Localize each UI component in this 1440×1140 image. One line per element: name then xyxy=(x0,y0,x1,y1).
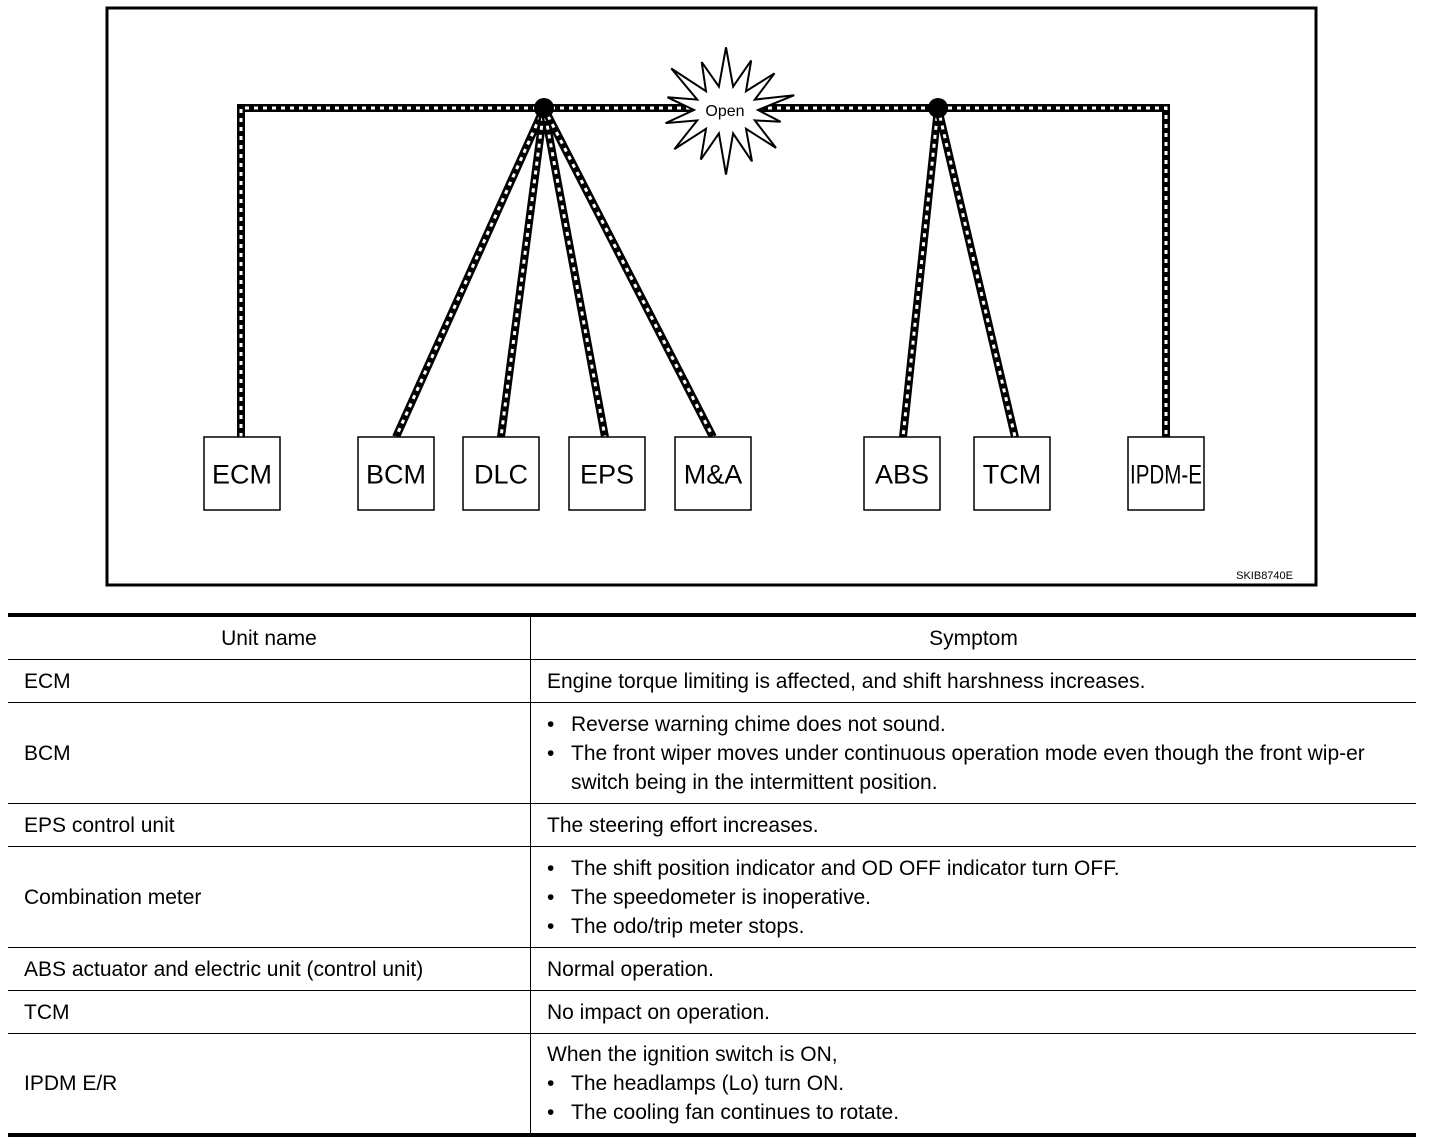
unit-box-dlc: DLC xyxy=(462,436,540,511)
table-header-row: Unit name Symptom xyxy=(8,613,1416,660)
unit-label-tcm: TCM xyxy=(983,460,1041,490)
unit-box-ipdm: IPDM-E xyxy=(1127,436,1205,511)
symptom-cell: No impact on operation. xyxy=(530,990,1416,1034)
unit-box-frame xyxy=(1127,436,1205,511)
header-symptom: Symptom xyxy=(530,613,1416,660)
symptom-cell: Normal operation. xyxy=(530,947,1416,991)
unit-name-cell: EPS control unit xyxy=(8,803,531,847)
table-row: Combination meter • The shift position ind… xyxy=(8,846,1416,948)
symptom-bullet-item: • The shift position indicator and OD OFF… xyxy=(547,854,1408,883)
unit-box-eps: EPS xyxy=(568,436,646,511)
table-row: BCM • Reverse warning chime does not sound… xyxy=(8,702,1416,804)
wire-branch-eps xyxy=(540,107,609,438)
unit-box-frame xyxy=(568,436,646,511)
wire-bus-right xyxy=(750,104,1170,437)
bullet-icon: • xyxy=(547,712,555,736)
bullet-icon: • xyxy=(547,1072,555,1095)
unit-name-cell: BCM xyxy=(8,702,531,804)
unit-box-frame xyxy=(203,436,281,511)
symptom-cell: When the ignition switch is ON, • The head… xyxy=(530,1033,1416,1137)
can-bus-wires xyxy=(237,104,1170,439)
unit-name-cell: TCM xyxy=(8,990,531,1034)
symptom-table: Unit name Symptom ECM Engine torque limit… xyxy=(8,613,1416,1137)
unit-box-tcm: TCM xyxy=(973,436,1051,511)
unit-box-frame xyxy=(863,436,941,511)
bullet-icon: • xyxy=(547,741,555,765)
symptom-text: Engine torque limiting is affected, and … xyxy=(547,669,1146,693)
unit-label-dlc: DLC xyxy=(474,460,528,490)
control-units: ECM BCM DLC EPS M&A ABS TCM IPDM-E xyxy=(203,436,1205,511)
unit-box-bcm: BCM xyxy=(357,436,435,511)
symptom-cell: The steering effort increases. xyxy=(530,803,1416,847)
symptom-bullet-text: The speedometer is inoperative. xyxy=(571,885,871,909)
unit-box-frame xyxy=(973,436,1051,511)
symptom-bullet-item: • The speedometer is inoperative. xyxy=(547,883,1408,912)
unit-box-frame xyxy=(674,436,752,511)
symptom-text: The steering effort increases. xyxy=(547,813,819,837)
symptom-cell: Engine torque limiting is affected, and … xyxy=(530,659,1416,703)
wire-branch-abs xyxy=(899,107,942,438)
figure-id: SKIB8740E xyxy=(1236,570,1293,582)
bullet-icon: • xyxy=(547,885,555,909)
open-label: Open xyxy=(705,103,744,120)
symptom-bullet-text: Reverse warning chime does not sound. xyxy=(571,712,946,736)
unit-name-cell: ABS actuator and electric unit (control … xyxy=(8,947,531,991)
symptom-bullet-text: The headlamps (Lo) turn ON. xyxy=(571,1072,845,1095)
symptom-bullet-text: The cooling fan continues to rotate. xyxy=(571,1101,900,1124)
symptom-intro: When the ignition switch is ON, xyxy=(547,1043,838,1066)
wire-branch-tcm xyxy=(934,107,1019,438)
symptom-text: No impact on operation. xyxy=(547,1000,770,1024)
symptom-bullet-item: • Reverse warning chime does not sound. xyxy=(547,710,1408,739)
unit-name-cell: IPDM E/R xyxy=(8,1033,531,1137)
symptom-bullet-text: The shift position indicator and OD OFF … xyxy=(571,856,1120,880)
unit-box-ma: M&A xyxy=(674,436,752,511)
unit-box-ecm: ECM xyxy=(203,436,281,511)
symptom-cell: • The shift position indicator and OD OFF… xyxy=(530,846,1416,948)
bullet-icon: • xyxy=(547,914,555,938)
bullet-icon: • xyxy=(547,856,555,880)
unit-name-cell: ECM xyxy=(8,659,531,703)
unit-label-abs: ABS xyxy=(875,460,929,490)
splice-left xyxy=(534,98,554,118)
unit-label-bcm: BCM xyxy=(366,460,426,490)
symptom-bullet-item: • The cooling fan continues to rotate. xyxy=(547,1098,1408,1127)
table-row: EPS control unit The steering effort incr… xyxy=(8,803,1416,847)
unit-name-cell: Combination meter xyxy=(8,846,531,948)
wire-branch-ma xyxy=(540,106,717,439)
symptom-bullet-text: The odo/trip meter stops. xyxy=(571,914,805,938)
wire-bus-left xyxy=(237,104,700,437)
unit-label-eps: EPS xyxy=(580,460,634,490)
table-row: ABS actuator and electric unit (control … xyxy=(8,947,1416,991)
unit-box-abs: ABS xyxy=(863,436,941,511)
splice-right xyxy=(928,98,948,118)
unit-label-ma: M&A xyxy=(684,460,743,490)
bullet-icon: • xyxy=(547,1101,555,1124)
symptom-text: Normal operation. xyxy=(547,957,714,981)
symptom-bullet-item: • The front wiper moves under continuous … xyxy=(547,739,1408,797)
can-diagram: Open ECM BCM DLC EPS M&A ABS TCM IPDM-E SKIB874… xyxy=(105,6,1318,587)
symptom-cell: • Reverse warning chime does not sound. • T… xyxy=(530,702,1416,804)
unit-label-ecm: ECM xyxy=(212,460,272,490)
open-starburst-shape xyxy=(665,47,795,175)
symptom-bullet-item: • The odo/trip meter stops. xyxy=(547,912,1408,941)
table-row: TCM No impact on operation. xyxy=(8,990,1416,1034)
symptom-bullet-text: The front wiper moves under continuous o… xyxy=(571,741,1365,794)
symptom-bullet-item: • The headlamps (Lo) turn ON. xyxy=(547,1069,1408,1098)
wire-branch-bcm xyxy=(392,106,548,439)
wire-branch-dlc xyxy=(497,107,548,438)
table-row: IPDM E/R When the ignition switch is ON, •… xyxy=(8,1033,1416,1137)
unit-box-frame xyxy=(357,436,435,511)
unit-box-frame xyxy=(462,436,540,511)
table-row: ECM Engine torque limiting is affected, a… xyxy=(8,659,1416,703)
unit-label-ipdm: IPDM-E xyxy=(1130,460,1202,490)
open-circuit-marker: Open xyxy=(665,47,795,175)
header-unit-name: Unit name xyxy=(8,613,531,660)
